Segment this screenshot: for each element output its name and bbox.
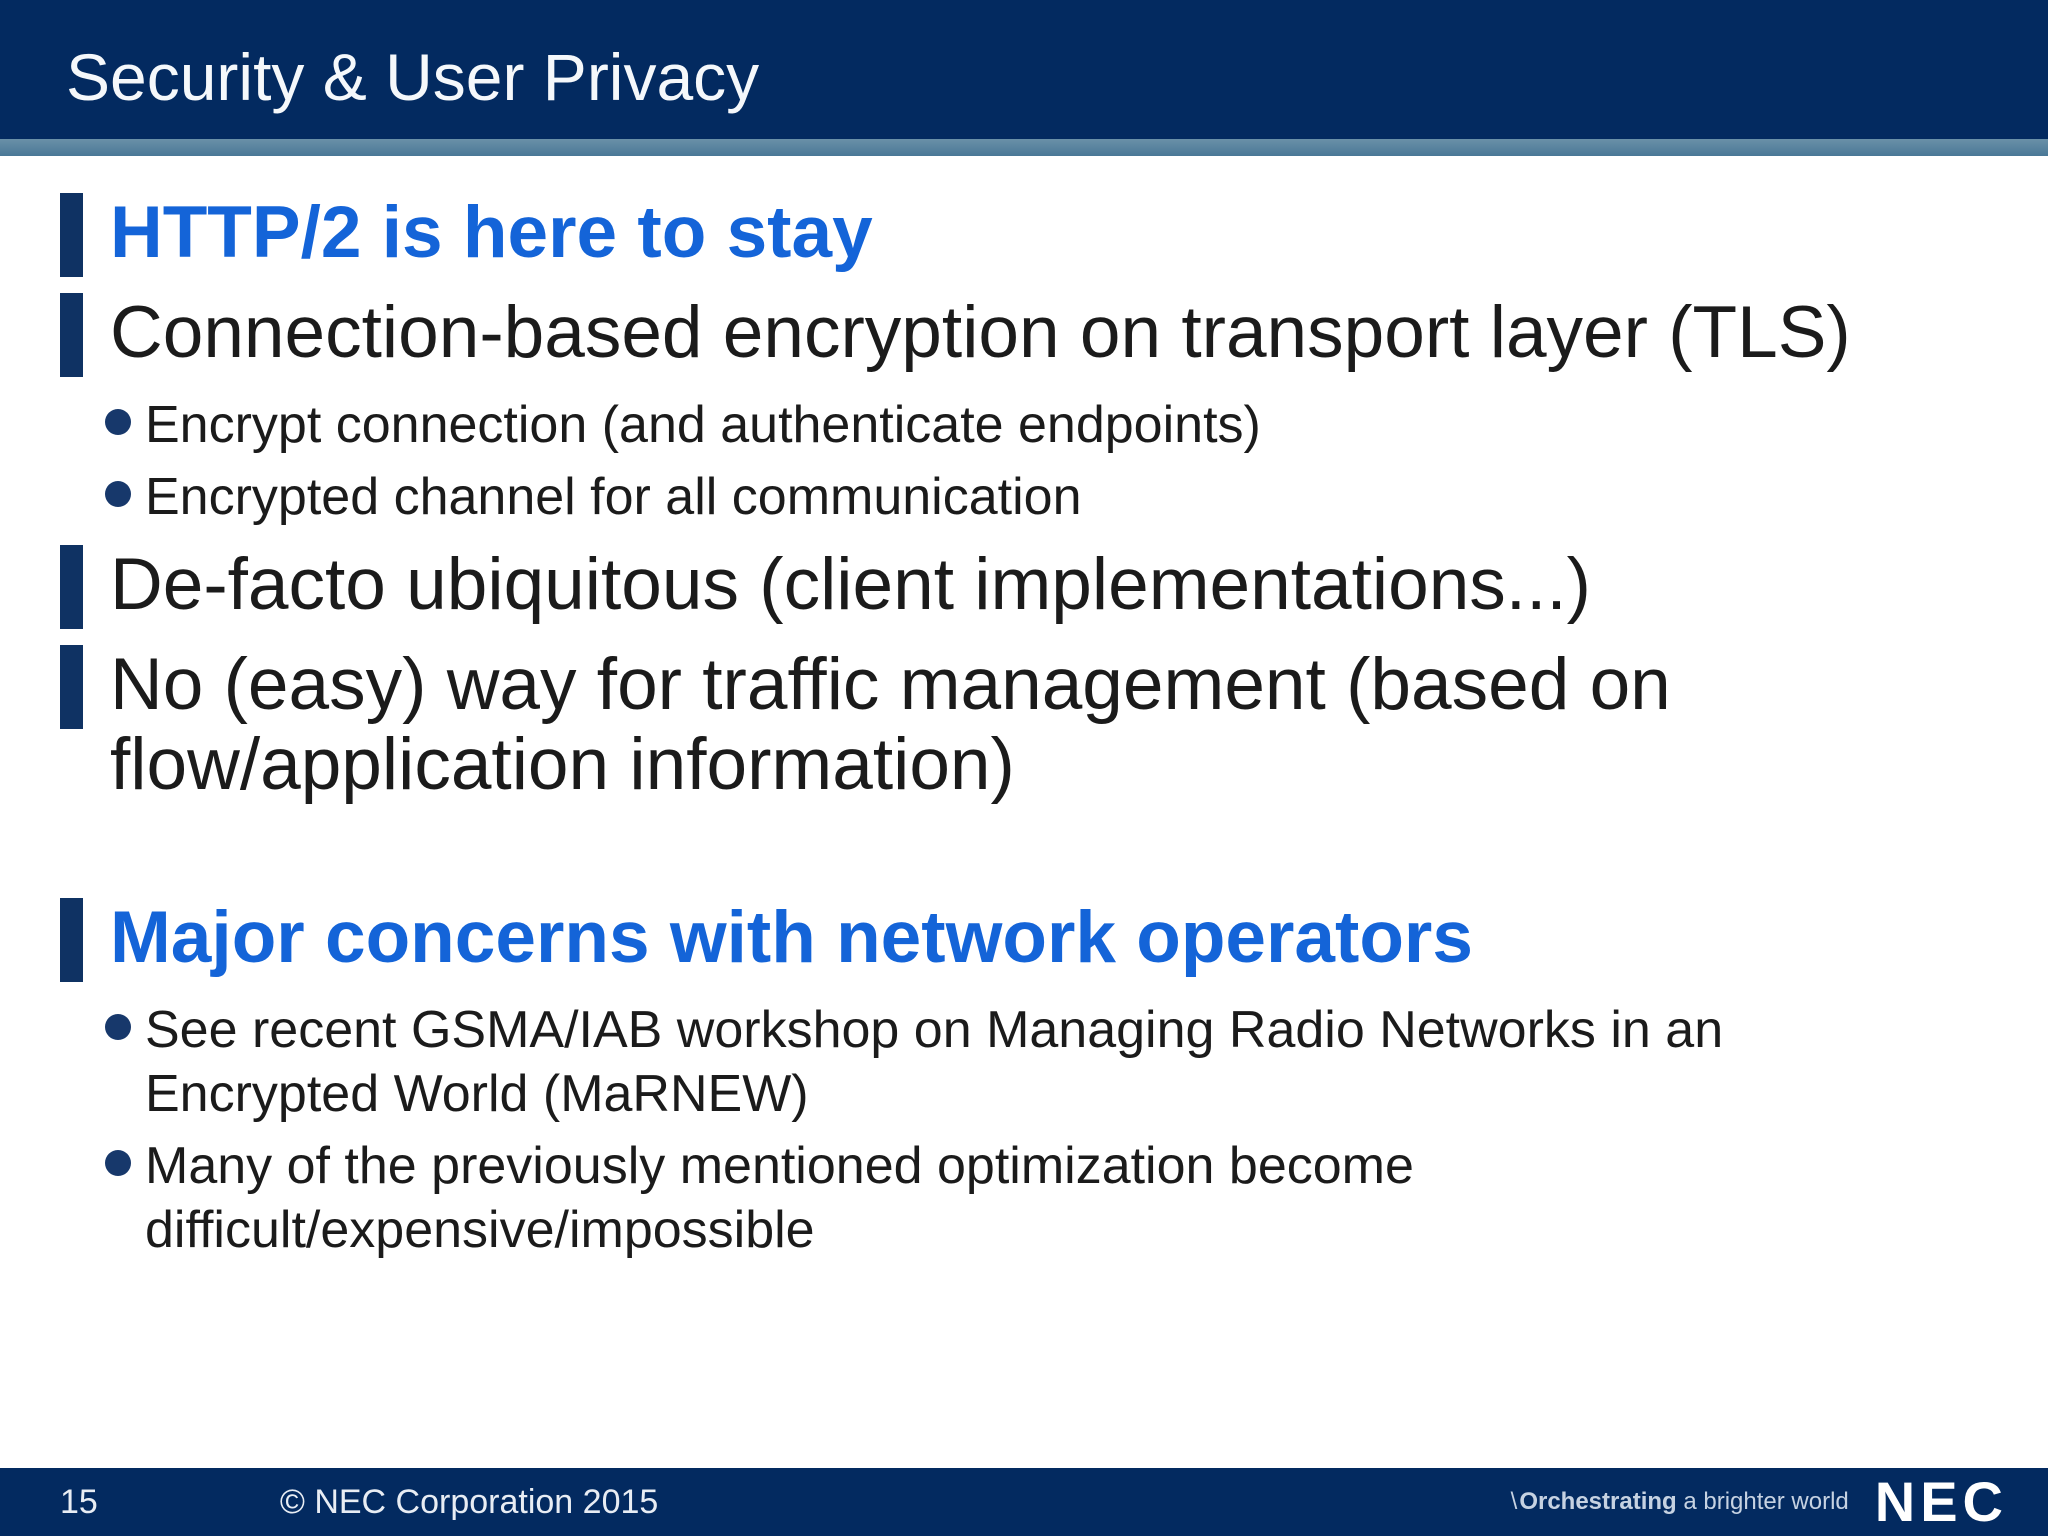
bullet-text: Connection-based encryption on transport… (110, 292, 1851, 373)
heading-text: HTTP/2 is here to stay (110, 192, 873, 273)
sub-bullet-text: Encrypted channel for all communication (145, 468, 1082, 526)
bullet-text: No (easy) way for traffic management (ba… (110, 644, 1671, 805)
dot-bullet-icon (105, 1150, 131, 1176)
nec-logo: NEC (1874, 1470, 2008, 1533)
bar-bullet-icon (60, 545, 83, 629)
bullet-point: No (easy) way for traffic management (ba… (60, 645, 2048, 805)
dot-bullet-icon (105, 481, 131, 507)
slide-header: Security & User Privacy (0, 0, 2048, 139)
bar-bullet-icon (60, 193, 83, 277)
slide-title: Security & User Privacy (66, 39, 760, 114)
copyright-text: © NEC Corporation 2015 (279, 1482, 659, 1521)
bullet-point: Connection-based encryption on transport… (60, 293, 2048, 377)
sub-bullet: Encrypt connection (and authenticate end… (60, 393, 2048, 457)
brand-tagline: \Orchestrating a brighter world (1511, 1488, 1849, 1516)
sub-bullet: Encrypted channel for all communication (60, 465, 2048, 529)
bar-bullet-icon (60, 645, 83, 729)
dot-bullet-icon (105, 409, 131, 435)
bullet-point: De-facto ubiquitous (client implementati… (60, 545, 2048, 629)
bullet-point-heading: HTTP/2 is here to stay (60, 193, 2048, 277)
bar-bullet-icon (60, 293, 83, 377)
dot-bullet-icon (105, 1014, 131, 1040)
tagline-rest-text: a brighter world (1676, 1488, 1849, 1515)
sub-bullet: Many of the previously mentioned optimiz… (60, 1134, 2048, 1262)
bar-bullet-icon (60, 898, 83, 982)
bullet-point-heading: Major concerns with network operators (60, 898, 2048, 982)
bullet-text: De-facto ubiquitous (client implementati… (110, 544, 1591, 625)
sub-bullet: See recent GSMA/IAB workshop on Managing… (60, 998, 2048, 1126)
slide-footer: 15 © NEC Corporation 2015 \Orchestrating… (0, 1468, 2048, 1536)
tagline-slash-icon: \ (1510, 1488, 1518, 1515)
header-accent-strip (0, 139, 2048, 156)
slide-body: HTTP/2 is here to stay Connection-based … (0, 156, 2048, 1262)
page-number: 15 (60, 1482, 98, 1521)
sub-bullet-text: Encrypt connection (and authenticate end… (145, 396, 1261, 454)
sub-bullet-text: Many of the previously mentioned optimiz… (145, 1137, 1414, 1259)
tagline-bold-text: Orchestrating (1519, 1488, 1677, 1515)
heading-text: Major concerns with network operators (110, 897, 1473, 978)
sub-bullet-text: See recent GSMA/IAB workshop on Managing… (145, 1001, 1724, 1123)
